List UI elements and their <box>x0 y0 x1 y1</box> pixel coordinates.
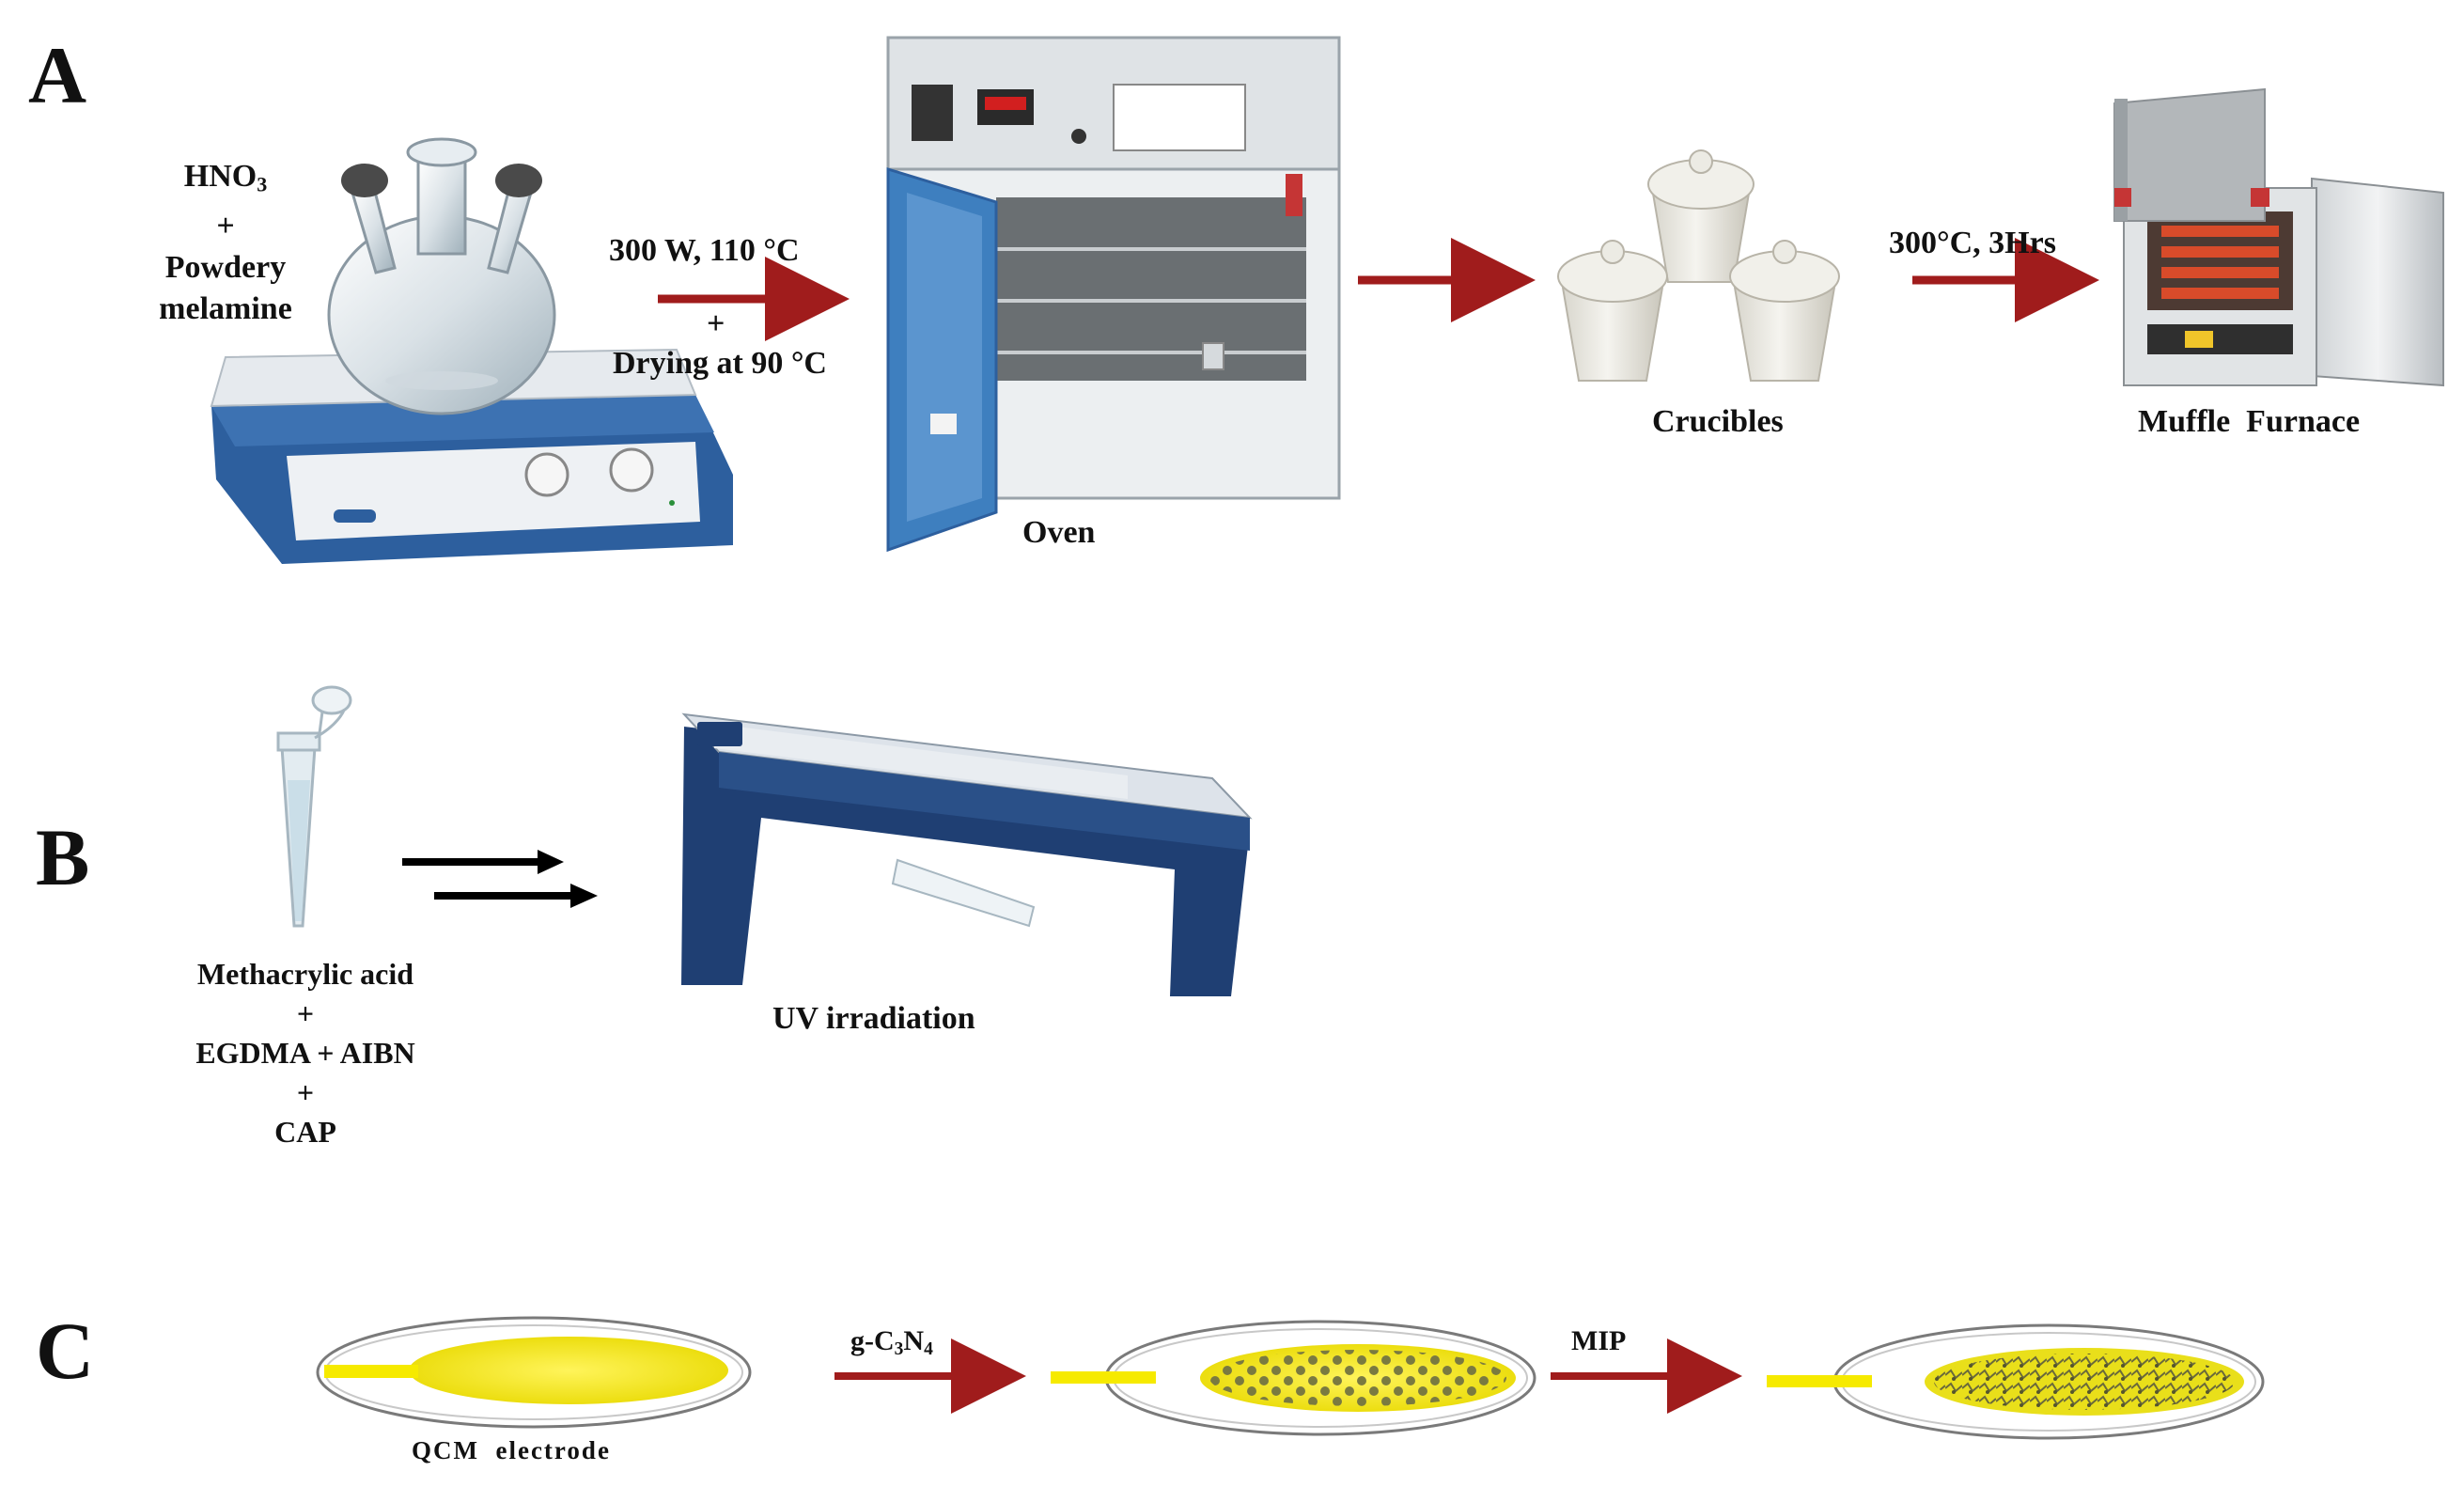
oven-label: Oven <box>1022 515 1096 550</box>
gcn-step-label: g-C3N4 <box>850 1325 933 1360</box>
reagent-plus: + <box>216 208 235 243</box>
reagent-powdery: Powdery <box>164 249 287 285</box>
round-bottom-flask-icon <box>327 137 556 415</box>
panel-label-a: A <box>28 30 87 120</box>
muffle-furnace-label: Muffle Furnace <box>2138 404 2361 439</box>
reagents-a: HNO3 + Powdery melamine <box>132 156 320 330</box>
reagent-hno3-subscript: 3 <box>257 172 268 196</box>
gcn-sub-4: 4 <box>924 1338 933 1359</box>
uv-irradiation-label: UV irradiation <box>772 1001 975 1036</box>
qcm-electrode-label: QCM electrode <box>412 1436 611 1464</box>
reagent-plus-1: + <box>296 996 315 1030</box>
oven-icon <box>886 36 1341 553</box>
reagent-egdma-aibn: EGDMA + AIBN <box>195 1036 415 1070</box>
step1-condition-top: 300 W, 110 °C <box>609 233 800 268</box>
reagent-cap: CAP <box>274 1115 336 1149</box>
gcn-n: N <box>903 1325 925 1356</box>
muffle-furnace-icon <box>2113 87 2444 387</box>
gcn-prefix: g-C <box>850 1325 895 1356</box>
step3-condition: 300°C, 3Hrs <box>1889 226 2056 260</box>
qcm-electrode-gcn <box>1051 1320 1536 1436</box>
reagents-b: Methacrylic acid + EGDMA + AIBN + CAP <box>160 954 451 1151</box>
mip-step-label: MIP <box>1571 1325 1627 1356</box>
reagent-methacrylic: Methacrylic acid <box>196 957 414 991</box>
gcn-sub-3: 3 <box>894 1338 904 1359</box>
step1-plus: + <box>707 306 725 341</box>
reagent-plus-2: + <box>296 1075 315 1109</box>
step1-condition-bottom: Drying at 90 °C <box>613 346 827 381</box>
crucibles-label: Crucibles <box>1652 404 1784 439</box>
uv-lamp-icon <box>681 712 1253 996</box>
qcm-electrode-bare <box>316 1316 752 1429</box>
reagent-hno3: HNO <box>183 159 257 194</box>
double-arrow <box>402 850 598 908</box>
qcm-electrode-mip <box>1767 1323 2265 1440</box>
panel-label-b: B <box>36 812 90 902</box>
panel-label-c: C <box>36 1306 95 1396</box>
reagent-melamine: melamine <box>159 290 292 326</box>
eppendorf-tube-icon <box>276 685 352 928</box>
crucibles-icon <box>1557 149 1840 382</box>
